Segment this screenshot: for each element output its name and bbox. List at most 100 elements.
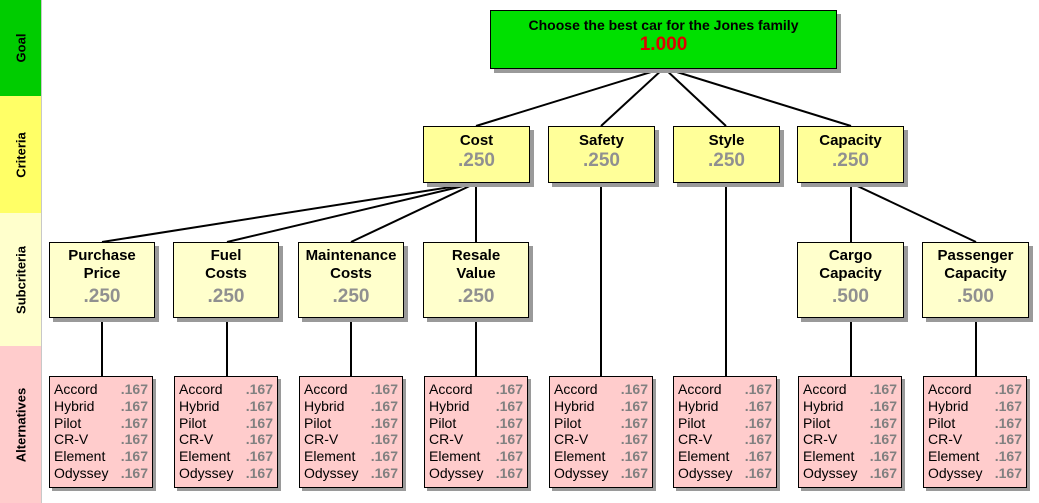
- subcriterion-label-line2: Capacity: [819, 265, 882, 282]
- alternative-weight: .167: [120, 397, 148, 414]
- connector-goal-safety: [600, 67, 665, 127]
- connector-cost-purchase: [101, 182, 477, 243]
- alternative-row: CR-V .167: [803, 431, 897, 448]
- subcriterion-weight: .250: [457, 286, 495, 307]
- alternative-weight: .167: [120, 381, 148, 397]
- criterion-weight: .250: [708, 150, 745, 171]
- alternative-weight: .167: [620, 448, 648, 465]
- connector-goal-capacity: [663, 67, 852, 127]
- subcriterion-label-line1: Resale: [451, 247, 501, 264]
- alternative-name: Accord: [928, 381, 972, 397]
- alternative-name: Element: [803, 448, 855, 465]
- alternative-row: CR-V .167: [554, 431, 648, 448]
- subcriterion-weight: .500: [832, 286, 869, 307]
- alternative-name: Element: [678, 448, 730, 465]
- alternative-row: Element.167: [304, 448, 398, 465]
- alternative-weight: .167: [744, 414, 772, 431]
- alternative-weight: .167: [744, 431, 772, 448]
- alternative-row: Accord.167: [429, 381, 523, 398]
- alternative-name: Hybrid: [179, 397, 220, 414]
- alternative-name: Hybrid: [803, 397, 844, 414]
- band-subcriteria: Subcriteria: [0, 213, 42, 346]
- subcriterion-label-line1: Fuel: [210, 247, 242, 264]
- alternative-row: Hybrid.167: [429, 398, 523, 415]
- alternative-name: Odyssey: [554, 464, 609, 481]
- criterion-cost: Cost .250: [423, 126, 530, 183]
- alternative-name: CR-V: [678, 431, 713, 448]
- subcriterion-label-line1: Passenger: [937, 247, 1014, 264]
- alternative-row: Element.167: [179, 448, 273, 465]
- alternative-weight: .167: [994, 431, 1022, 448]
- alternative-name: Element: [429, 448, 481, 465]
- alternative-weight: .167: [620, 397, 648, 414]
- alternative-weight: .167: [744, 464, 772, 481]
- alternative-name: Pilot: [803, 414, 831, 431]
- goal-weight: 1.000: [639, 34, 688, 55]
- alternative-name: Element: [54, 448, 106, 465]
- alternative-weight: .167: [869, 397, 897, 414]
- subcriterion-label-line2: Value: [456, 265, 496, 282]
- alternative-name: CR-V: [928, 431, 963, 448]
- alternative-name: Pilot: [554, 414, 582, 431]
- alternative-row: Accord.167: [678, 381, 772, 398]
- alternative-weight: .167: [245, 448, 273, 465]
- alternative-weight: .167: [620, 431, 648, 448]
- alternative-name: Odyssey: [803, 464, 858, 481]
- alternative-name: CR-V: [554, 431, 589, 448]
- alternative-weight: .167: [495, 448, 523, 465]
- alternative-name: Hybrid: [928, 397, 969, 414]
- alternative-name: Accord: [554, 381, 598, 397]
- alternative-row: Pilot.167: [54, 415, 148, 432]
- alternative-name: Element: [928, 448, 980, 465]
- alternative-name: Odyssey: [54, 464, 109, 481]
- criterion-style: Style .250: [673, 126, 780, 183]
- alternative-weight: .167: [869, 431, 897, 448]
- alternative-weight: .167: [869, 414, 897, 431]
- alternative-row: Element.167: [554, 448, 648, 465]
- alternative-row: Hybrid.167: [678, 398, 772, 415]
- alternative-weight: .167: [245, 397, 273, 414]
- alternative-row: Accord.167: [179, 381, 273, 398]
- alternative-weight: .167: [994, 381, 1022, 397]
- alternative-weight: .167: [495, 397, 523, 414]
- subcriterion-label-line2: Costs: [205, 265, 247, 282]
- alternative-name: Pilot: [179, 414, 207, 431]
- alternative-weight: .167: [120, 414, 148, 431]
- alternative-name: Accord: [803, 381, 847, 397]
- connector-cost-maint: [350, 182, 477, 243]
- alternative-name: Odyssey: [928, 464, 983, 481]
- alternative-weight: .167: [620, 414, 648, 431]
- alternative-weight: .167: [370, 381, 398, 397]
- alternative-name: CR-V: [803, 431, 838, 448]
- band-criteria: Criteria: [0, 96, 42, 213]
- alternative-name: Accord: [179, 381, 223, 397]
- alternative-row: Hybrid .167: [179, 398, 273, 415]
- criterion-weight: .250: [832, 150, 869, 171]
- criterion-weight: .250: [583, 150, 620, 171]
- subcriterion-label-line2: Capacity: [944, 265, 1007, 282]
- alternative-row: Pilot .167: [803, 415, 897, 432]
- alternative-row: Element .167: [803, 448, 897, 465]
- alternative-row: Element .167: [429, 448, 523, 465]
- subcriterion-weight: .500: [957, 286, 994, 307]
- alternative-weight: .167: [869, 464, 897, 481]
- alternative-weight: .167: [495, 464, 523, 481]
- band-goal: Goal: [0, 0, 42, 96]
- alternative-row: Accord.167: [554, 381, 648, 398]
- alternative-weight: .167: [869, 448, 897, 465]
- alternative-weight: .167: [994, 448, 1022, 465]
- alternative-row: Odyssey .167: [803, 465, 897, 482]
- alternative-weight: .167: [370, 448, 398, 465]
- connector-capacity-passenger: [850, 182, 977, 243]
- alternative-weight: .167: [245, 464, 273, 481]
